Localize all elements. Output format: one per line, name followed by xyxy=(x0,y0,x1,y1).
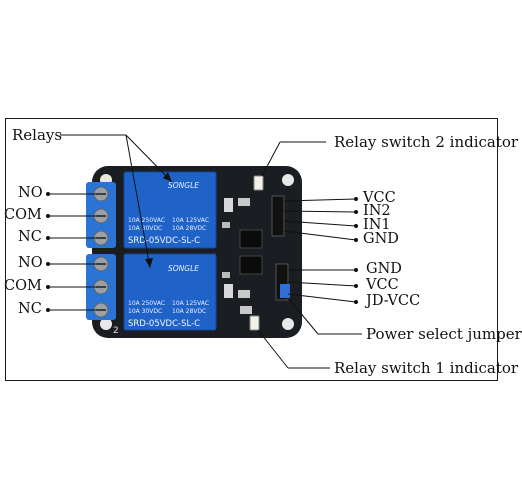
relay-2-model: SRD-05VDC-SL-C xyxy=(128,236,200,246)
power-pin-label-vcc: VCC xyxy=(366,277,399,293)
relay-1-model: SRD-05VDC-SL-C xyxy=(128,319,200,329)
leader-dots xyxy=(46,192,358,312)
relay-1-rating: 10A 250VAC xyxy=(128,300,165,307)
relay-switch-1-indicator-label: Relay switch 1 indicator xyxy=(334,359,519,377)
relay-2-body xyxy=(123,171,217,249)
relay-1-body xyxy=(123,253,217,331)
terminal-label-no-2: NO xyxy=(18,185,43,201)
relay-2-indicator-led xyxy=(253,175,264,191)
relay-1-rating: 10A 30VDC xyxy=(128,308,162,315)
terminal-screws xyxy=(93,186,109,318)
leader-lines xyxy=(48,134,362,369)
arrowhead xyxy=(145,258,153,268)
relay-1-rating: 10A 125VAC xyxy=(172,300,209,307)
relay-switch-2-indicator-label: Relay switch 2 indicator xyxy=(334,133,519,151)
power-select-jumper-label: Power select jumper xyxy=(366,325,522,343)
relay-2-rating: 10A 28VDC xyxy=(172,225,206,232)
relay-2-rating: 10A 250VAC xyxy=(128,217,165,224)
relay-2-rating: 10A 30VDC xyxy=(128,225,162,232)
relays-label: Relays xyxy=(12,126,63,144)
relay-2-brand: SONGLE xyxy=(168,181,199,190)
jumper-cap xyxy=(280,284,290,298)
relay-board-illustration: SONGLE 10A 250VAC 10A 125VAC 10A 30VDC 1… xyxy=(46,134,362,369)
terminal-label-com-2: COM xyxy=(4,207,42,223)
relay-2-rating: 10A 125VAC xyxy=(172,217,209,224)
mounting-hole xyxy=(282,318,294,330)
pin-label-gnd: GND xyxy=(363,231,399,247)
terminal-label-nc-1: NC xyxy=(18,301,42,317)
relay-1-rating: 10A 28VDC xyxy=(172,308,206,315)
pin-label-in2: IN2 xyxy=(363,203,391,219)
mounting-hole xyxy=(282,174,294,186)
mounting-hole xyxy=(100,318,112,330)
pin-label-vcc: VCC xyxy=(363,190,396,206)
terminal-label-no-1: NO xyxy=(18,255,43,271)
power-pin-label-gnd: GND xyxy=(366,261,402,277)
arrowhead xyxy=(163,172,172,182)
relay-1-indicator-led xyxy=(249,315,260,331)
diagram-border xyxy=(5,118,498,381)
smd-components xyxy=(222,198,263,314)
channel-label: 2 xyxy=(113,326,119,336)
terminal-label-com-1: COM xyxy=(4,278,42,294)
relay-diagram: SONGLE 10A 250VAC 10A 125VAC 10A 30VDC 1… xyxy=(4,118,522,381)
input-header xyxy=(271,195,285,237)
power-pin-label-jd-vcc: JD-VCC xyxy=(366,293,421,309)
pin-label-in1: IN1 xyxy=(363,217,391,233)
terminal-label-nc-2: NC xyxy=(18,229,42,245)
relay-1-brand: SONGLE xyxy=(168,264,199,273)
